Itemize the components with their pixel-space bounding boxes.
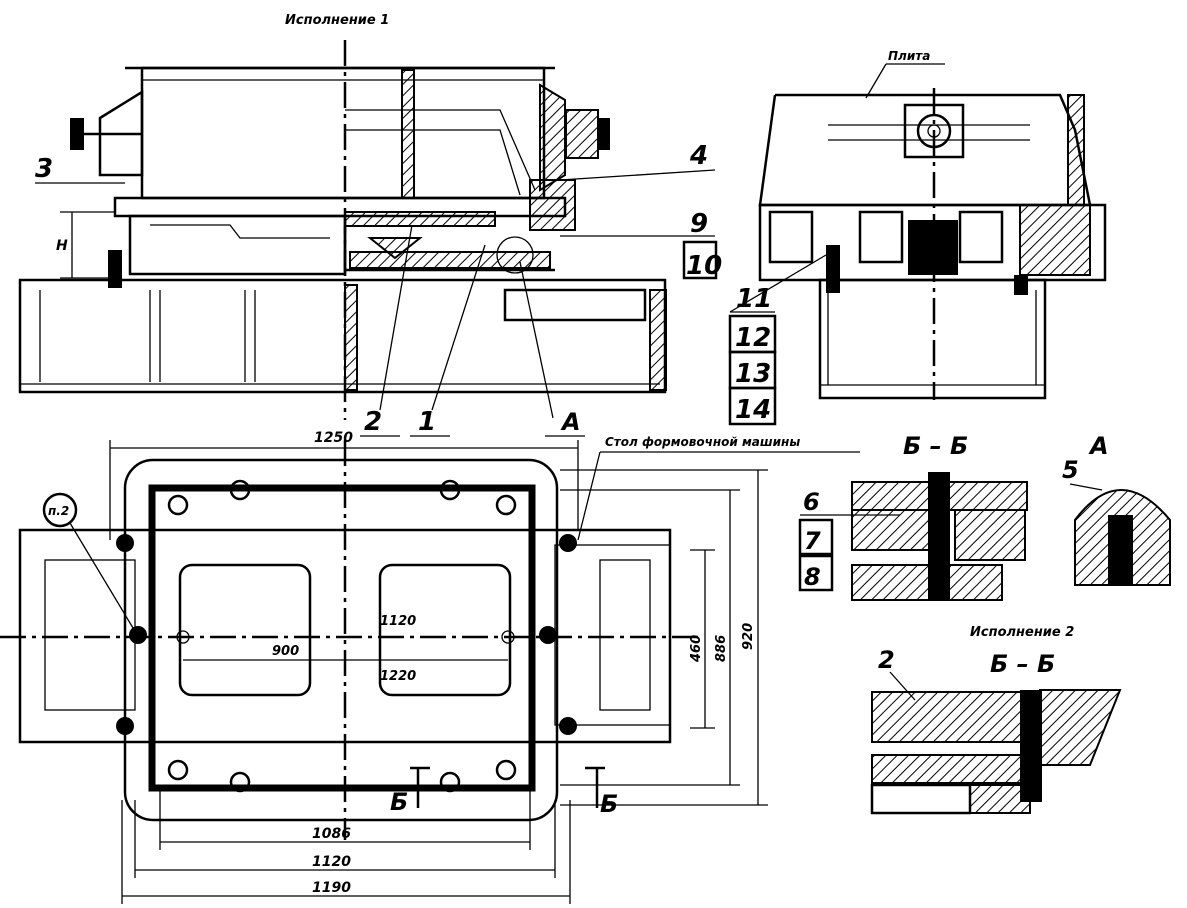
- callout-9: 9: [690, 209, 708, 239]
- dim-920: 920: [741, 623, 756, 650]
- title-version-1: Исполнение 1: [285, 13, 389, 28]
- plan-bolts: [116, 479, 577, 793]
- dim-1220: 1220: [380, 669, 416, 684]
- section-bb: Б – Б 6 7 8: [798, 432, 1028, 601]
- end-view: Плита 11 12 13 14: [728, 49, 1107, 426]
- dim-1120-inner: 1120: [380, 614, 416, 629]
- section-bb-title: Б – Б: [903, 432, 968, 460]
- callout-3: 3: [35, 154, 53, 184]
- callout-6: 6: [803, 488, 820, 516]
- callout-4: 4: [689, 141, 708, 171]
- label-plate: Плита: [888, 49, 930, 63]
- height-label-h: Н: [56, 238, 68, 254]
- callout-2: 2: [364, 407, 382, 437]
- detail-a-view: А 5: [1062, 432, 1171, 586]
- detail-a-title: А: [1088, 432, 1109, 460]
- section-bb-version-2: Исполнение 2 Б – Б 2: [870, 625, 1122, 815]
- callout-7: 7: [804, 527, 821, 555]
- callout-12: 12: [735, 323, 771, 353]
- dim-886: 886: [714, 635, 729, 662]
- detail-a-mark: А: [560, 408, 581, 436]
- side-view-version-1: Исполнение 1: [18, 13, 722, 437]
- cut-mark-b-right: Б: [600, 790, 618, 818]
- label-table: Стол формовочной машины: [605, 435, 800, 449]
- callout-8: 8: [804, 563, 821, 591]
- title-version-2: Исполнение 2: [970, 625, 1074, 640]
- callout-14: 14: [735, 395, 771, 425]
- callout-1: 1: [418, 407, 436, 437]
- dim-460: 460: [689, 635, 704, 663]
- section-bb-v2-title: Б – Б: [990, 650, 1055, 678]
- callout-10: 10: [686, 251, 722, 281]
- dim-1086: 1086: [312, 826, 351, 842]
- dim-900: 900: [272, 644, 299, 659]
- callout-5: 5: [1062, 456, 1079, 484]
- callout-11: 11: [736, 284, 772, 314]
- plan-view: Стол формовочной машины: [0, 430, 860, 904]
- dim-1190: 1190: [312, 880, 351, 896]
- dim-1120-bottom: 1120: [312, 854, 351, 870]
- cut-mark-b-left: Б: [390, 788, 408, 816]
- ref-p2: п.2: [48, 504, 69, 518]
- callout-13: 13: [735, 359, 771, 389]
- callout-2-v2: 2: [878, 646, 895, 674]
- dim-1250: 1250: [314, 430, 353, 446]
